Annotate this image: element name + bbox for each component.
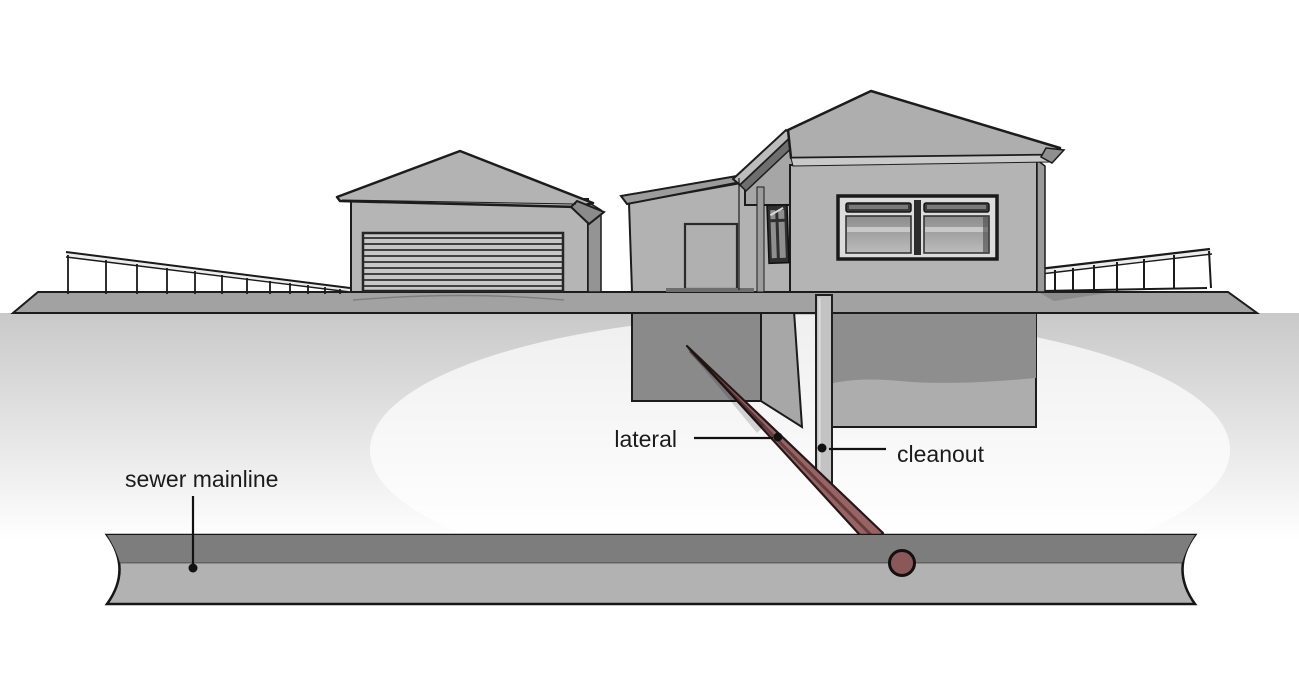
house-roof-corner-cap <box>1039 147 1066 164</box>
entry-door <box>683 222 739 291</box>
sewer-mainline-pipe <box>104 533 1198 606</box>
fence-left <box>65 251 351 294</box>
fence-left-top-rail <box>65 251 351 289</box>
lateral-tap-connection <box>888 549 916 577</box>
main-window-glint-left <box>847 227 910 232</box>
sewer-mainline-leader-dot <box>188 563 198 573</box>
garage-side-wall <box>587 200 602 293</box>
house-corner-shade <box>756 186 765 293</box>
lateral-pipe <box>685 344 885 548</box>
house-side-wall <box>1036 158 1046 293</box>
mainline-top-band <box>107 535 1195 563</box>
foundation-blocks <box>631 310 1037 429</box>
garage-roof <box>335 149 595 209</box>
house <box>619 89 1066 293</box>
cleanout-leader-dot <box>817 443 827 453</box>
main-window-edge-shade <box>983 216 989 253</box>
main-window-mullion <box>914 200 921 255</box>
cleanout-pipe <box>815 294 833 484</box>
main-window-glass-left <box>845 215 912 254</box>
garage <box>335 149 606 293</box>
fence-left-posts <box>67 255 341 294</box>
garage-door-slats <box>364 237 562 287</box>
foundation-right-shadow <box>829 311 1036 384</box>
garage-eave-line <box>341 199 577 205</box>
sewer-mainline-label: sewer mainline <box>125 466 278 492</box>
fence-left-rail-bottom <box>65 256 351 293</box>
lateral-dark-segment <box>687 346 765 433</box>
label-sewer-mainline: sewer mainline <box>125 466 278 573</box>
fence-right-bottom-rail <box>1040 287 1208 292</box>
ground-surface <box>10 291 1261 314</box>
house-hip-roof <box>786 89 1062 160</box>
fence-right-rail-bottom <box>1040 253 1213 275</box>
garage-door <box>361 231 565 293</box>
lateral-leader-dot <box>773 432 783 442</box>
label-cleanout: cleanout <box>817 441 985 467</box>
narrow-window-glint <box>769 206 784 217</box>
main-window <box>836 194 999 261</box>
main-window-glass-right <box>923 215 990 254</box>
annotations: sewer mainline lateral cleanout <box>125 426 985 573</box>
narrow-window-crossbar <box>770 218 785 223</box>
label-lateral: lateral <box>614 426 783 452</box>
fence-right <box>1038 247 1213 292</box>
garage-roof-corner <box>569 199 606 226</box>
main-window-transom-left-inner <box>849 205 908 209</box>
entry-threshold <box>666 288 754 292</box>
cleanout-label: cleanout <box>897 441 985 467</box>
main-window-transom-right-inner <box>927 205 986 209</box>
fence-right-rail-face <box>1039 249 1212 274</box>
narrow-window <box>766 203 790 265</box>
slab-shadow-wedge <box>1040 293 1108 301</box>
fence-right-top-rail <box>1038 247 1211 271</box>
lateral-shade-line <box>688 349 878 542</box>
cleanout-riser <box>815 294 833 484</box>
lateral-label: lateral <box>614 426 677 452</box>
main-window-glint-right <box>925 227 988 232</box>
driveway-apron-line <box>352 294 565 301</box>
